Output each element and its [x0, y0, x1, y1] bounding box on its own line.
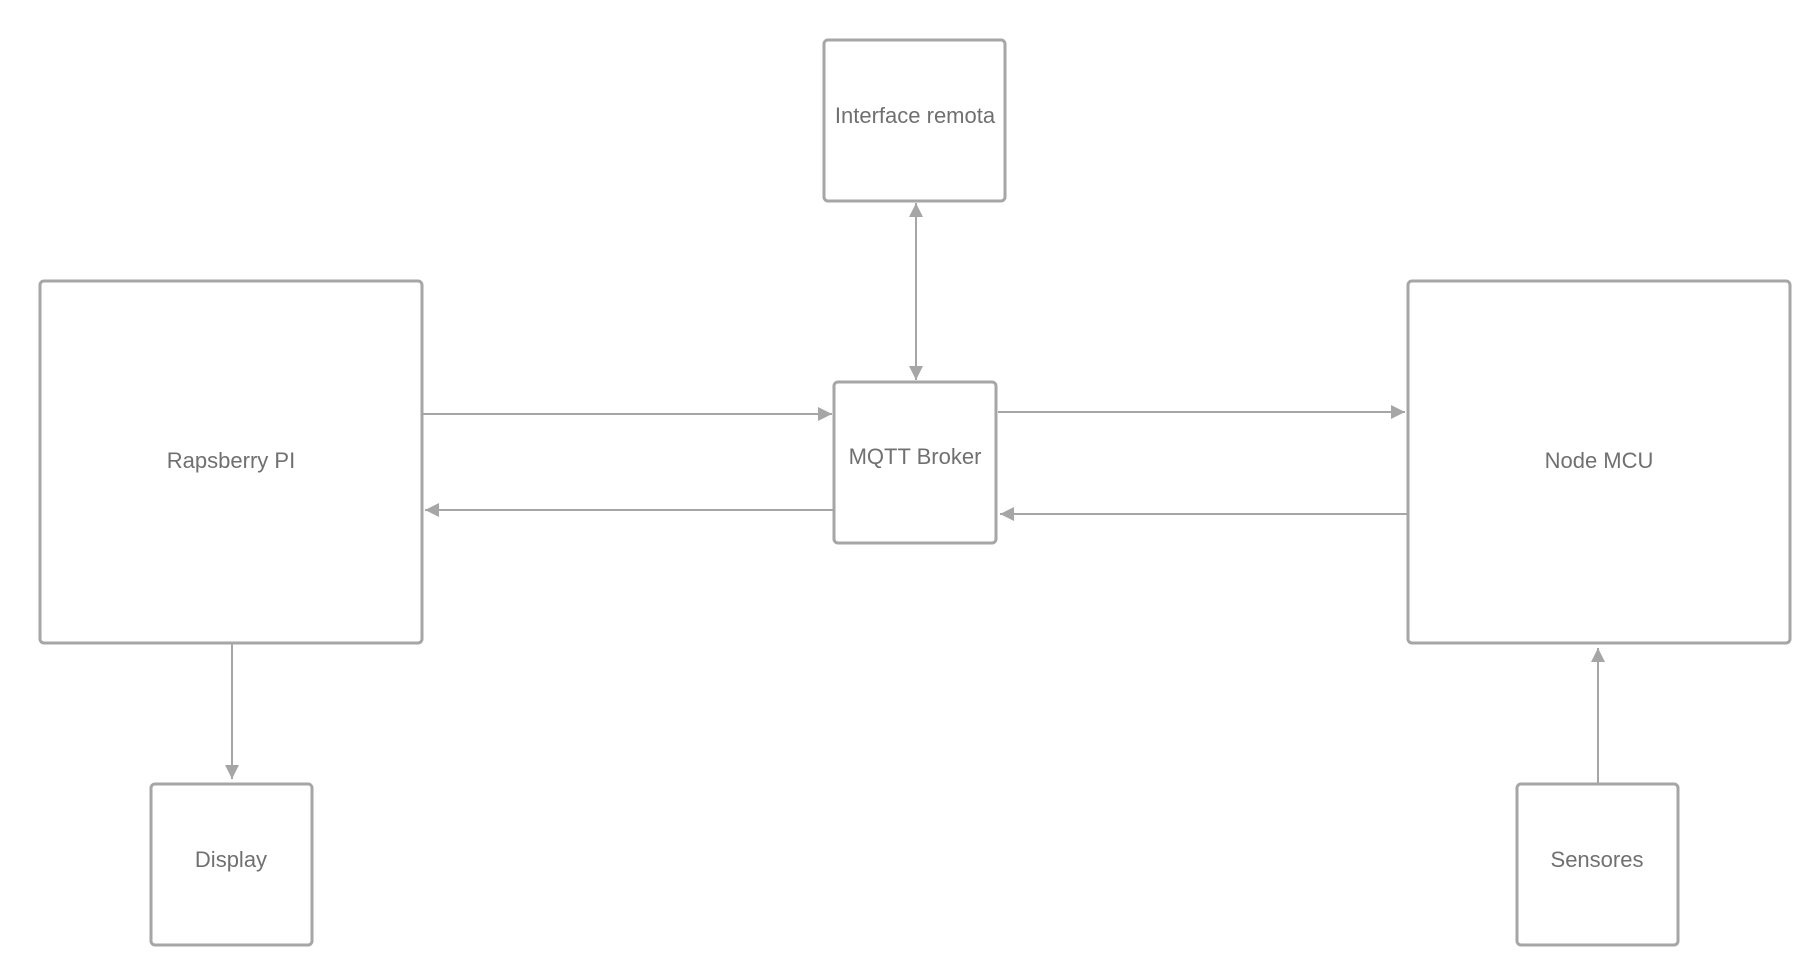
node-mqtt-broker: MQTT Broker: [832, 380, 998, 545]
node-raspberry-pi: Rapsberry PI: [38, 279, 424, 645]
node-node-mcu: Node MCU: [1406, 279, 1792, 645]
node-raspberry-pi-label: Rapsberry PI: [167, 448, 295, 473]
node-display: Display: [149, 782, 314, 947]
node-mqtt-broker-label: MQTT Broker: [849, 444, 982, 469]
node-interface-remota: Interface remota: [822, 38, 1007, 203]
node-sensores-label: Sensores: [1551, 847, 1644, 872]
node-display-label: Display: [195, 847, 267, 872]
node-node-mcu-label: Node MCU: [1545, 448, 1654, 473]
node-interface-remota-label: Interface remota: [835, 103, 996, 128]
node-sensores: Sensores: [1515, 782, 1680, 947]
